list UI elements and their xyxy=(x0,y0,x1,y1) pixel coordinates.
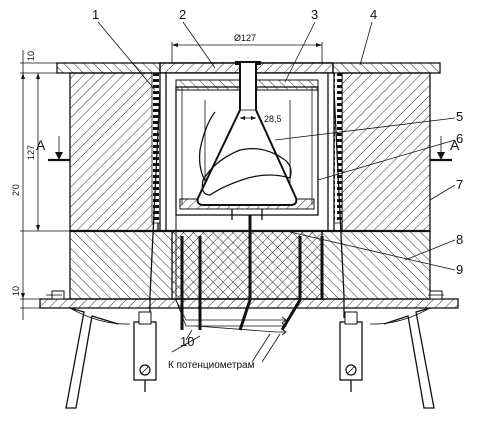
conical-flask xyxy=(196,61,298,206)
section-label-left: A xyxy=(36,137,46,153)
label-3: 3 xyxy=(311,7,318,22)
dimension-labels: Ø127 28,5 10 127 2'0 10 xyxy=(11,33,282,296)
section-label-right: A xyxy=(450,137,460,153)
dim-neck: 28,5 xyxy=(264,114,282,124)
dim-diameter: Ø127 xyxy=(234,33,256,43)
label-10: 10 xyxy=(180,334,194,349)
label-8: 8 xyxy=(456,232,463,247)
label-2: 2 xyxy=(179,7,186,22)
base-plate xyxy=(39,290,459,309)
dim-height-bottom: 10 xyxy=(11,286,21,296)
support-legs xyxy=(65,307,435,409)
label-7: 7 xyxy=(456,177,463,192)
dim-height-total: 2'0 xyxy=(11,184,21,196)
dim-height-top: 10 xyxy=(26,51,36,61)
label-5: 5 xyxy=(456,109,463,124)
potentiometer-note: К потенциометрам xyxy=(168,360,255,371)
item-labels: 1 2 3 4 5 6 7 8 9 10 xyxy=(92,7,463,349)
dimension-lines xyxy=(20,42,323,320)
potentiometer-arrows xyxy=(171,316,287,363)
terminal-blocks xyxy=(133,311,363,392)
label-1: 1 xyxy=(92,7,99,22)
label-9: 9 xyxy=(456,262,463,277)
label-4: 4 xyxy=(370,7,377,22)
label-6: 6 xyxy=(456,131,463,146)
dim-height-mid: 127 xyxy=(26,145,36,160)
leader-lines xyxy=(97,21,456,271)
section-markers xyxy=(48,136,452,162)
